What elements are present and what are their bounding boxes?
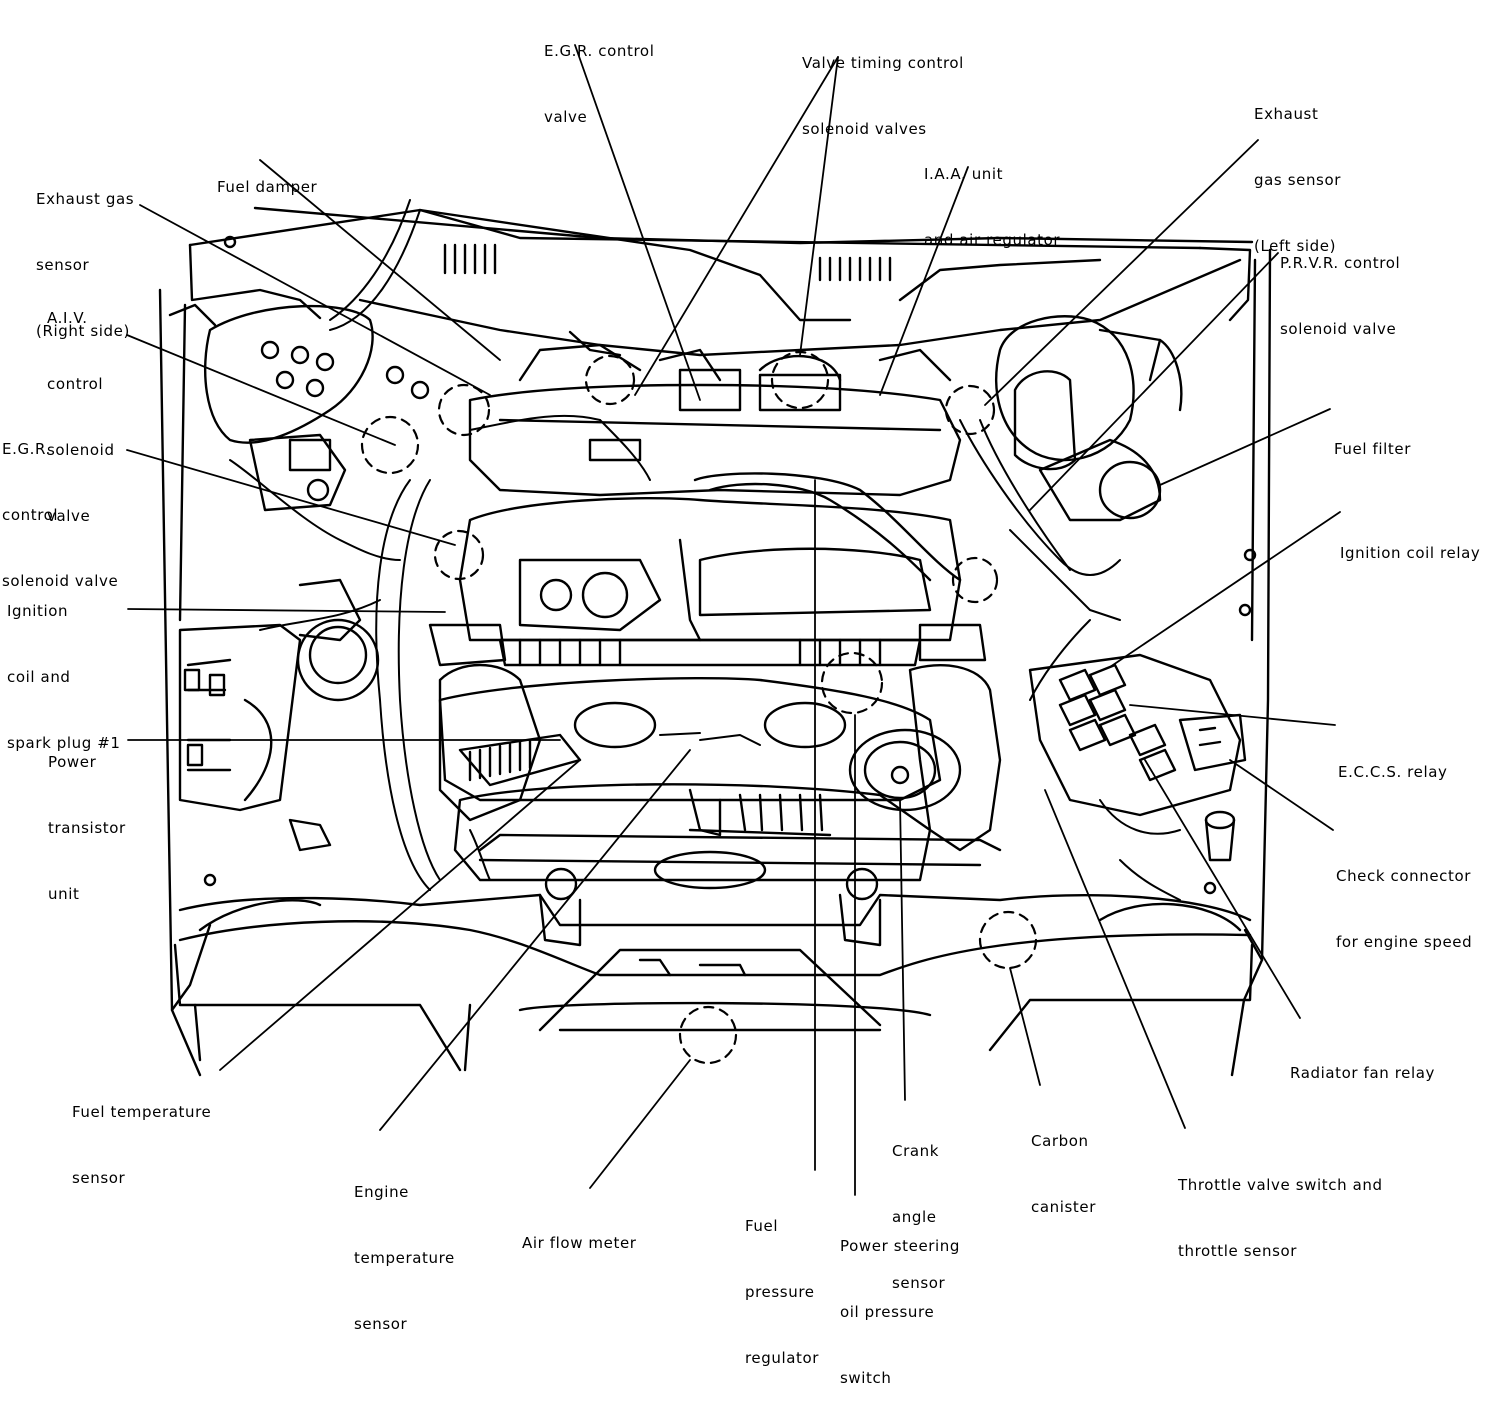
label-line: for engine speed (1336, 933, 1473, 951)
label-line: Power steering (840, 1237, 961, 1255)
label-line: E.G.R. (2, 440, 51, 458)
label-line: control (47, 375, 104, 393)
label-fuel-filter: Fuel filter (1334, 394, 1411, 482)
label-line: sensor (354, 1315, 408, 1333)
label-line: sensor (892, 1274, 946, 1292)
label-line: Crank (892, 1142, 940, 1160)
radiator-support (173, 867, 1254, 1072)
left-strut-tower (168, 235, 430, 512)
label-eccs-relay: E.C.C.S. relay (1338, 717, 1448, 805)
wiring-harness (229, 199, 1181, 901)
label-egr-control-valve: E.G.R. control valve (544, 0, 654, 150)
label-line: temperature (354, 1249, 455, 1267)
label-check-connector: Check connector for engine speed (1336, 821, 1472, 975)
label-throttle-sensor: Throttle valve switch and throttle senso… (1178, 1130, 1383, 1284)
label-line: valve (544, 108, 588, 126)
label-line: angle (892, 1208, 937, 1226)
label-line: switch (840, 1369, 892, 1387)
label-line: control (2, 506, 59, 524)
label-line: Fuel filter (1334, 440, 1411, 458)
label-line: Carbon (1031, 1132, 1089, 1150)
engine-drawing (126, 44, 1341, 1196)
label-line: solenoid valves (802, 120, 927, 138)
label-line: Fuel damper (217, 178, 318, 196)
label-carbon-canister: Carbon canister (1031, 1086, 1096, 1240)
leader-lines (126, 44, 1341, 1196)
label-air-flow-meter: Air flow meter (522, 1188, 637, 1276)
label-ignition-coil-relay: Ignition coil relay (1340, 498, 1480, 586)
engine-compartment-diagram: E.G.R. control valve Valve timing contro… (2, 0, 1480, 1387)
label-line: Radiator fan relay (1290, 1064, 1436, 1082)
label-line: Exhaust (1254, 105, 1319, 123)
right-strut-tower (995, 315, 1257, 617)
plenum (438, 677, 962, 812)
label-fuel-temperature-sensor: Fuel temperature sensor (72, 1057, 211, 1211)
label-valve-timing-solenoids: Valve timing control solenoid valves (802, 8, 964, 162)
label-line: throttle sensor (1178, 1242, 1298, 1260)
label-line: Throttle valve switch and (1178, 1176, 1383, 1194)
label-line: Air flow meter (522, 1234, 637, 1252)
label-line: E.C.C.S. relay (1338, 763, 1448, 781)
throttle-chamber (428, 623, 1002, 852)
cowl-panel (188, 206, 1254, 357)
label-line: solenoid valve (2, 572, 119, 590)
label-line: transistor (48, 819, 126, 837)
label-line: Exhaust gas (36, 190, 135, 208)
label-exhaust-gas-sensor-left: Exhaust gas sensor (Left side) (1254, 59, 1341, 279)
label-line: Fuel temperature (72, 1103, 212, 1121)
label-line: Fuel (745, 1217, 779, 1235)
relay-box (1028, 653, 1247, 895)
label-line: and air regulator (924, 231, 1061, 249)
label-line: valve (47, 507, 91, 525)
label-iaa-unit: I.A.A. unit and air regulator (924, 119, 1060, 273)
label-line: pressure (745, 1283, 815, 1301)
label-line: (Right side) (36, 322, 130, 340)
label-exhaust-gas-sensor-right: Exhaust gas sensor (Right side) (36, 144, 134, 364)
label-line: E.G.R. control (544, 42, 655, 60)
label-line: (Left side) (1254, 237, 1337, 255)
label-line: A.I.V. (47, 309, 88, 327)
label-aiv-solenoid: A.I.V. control solenoid valve (47, 263, 115, 549)
label-line: gas sensor (1254, 171, 1342, 189)
label-engine-temperature-sensor: Engine temperature sensor (354, 1137, 455, 1357)
label-line: sensor (36, 256, 90, 274)
label-line: coil and (7, 668, 71, 686)
label-line: canister (1031, 1198, 1097, 1216)
label-line: Ignition coil relay (1340, 544, 1481, 562)
left-fender-components (178, 578, 380, 887)
label-line: Ignition (7, 602, 69, 620)
intake-manifold (458, 343, 962, 642)
label-fuel-pressure-regulator: Fuel pressure regulator (745, 1171, 819, 1391)
label-line: I.A.A. unit (924, 165, 1004, 183)
label-line: sensor (72, 1169, 126, 1187)
label-line: Valve timing control (802, 54, 964, 72)
label-line: spark plug #1 (7, 734, 121, 752)
label-line: regulator (745, 1349, 820, 1367)
label-line: P.R.V.R. control (1280, 254, 1401, 272)
label-line: solenoid valve (1280, 320, 1397, 338)
label-line: Check connector (1336, 867, 1472, 885)
label-egr-solenoid: E.G.R. control solenoid valve (2, 394, 118, 614)
label-power-transistor: Power transistor unit (48, 707, 126, 927)
label-radiator-fan-relay: Radiator fan relay (1290, 1018, 1435, 1106)
label-line: Power (48, 753, 97, 771)
label-fuel-damper: Fuel damper (217, 132, 317, 220)
label-crank-angle-sensor: Crank angle sensor (892, 1096, 945, 1316)
label-line: Engine (354, 1183, 410, 1201)
label-line: unit (48, 885, 80, 903)
lower-engine (453, 783, 1002, 890)
label-line: solenoid (47, 441, 115, 459)
label-ignition-coil: Ignition coil and spark plug #1 (7, 556, 121, 776)
label-prvr-solenoid: P.R.V.R. control solenoid valve (1280, 208, 1400, 362)
dashed-callouts (360, 350, 1038, 1065)
